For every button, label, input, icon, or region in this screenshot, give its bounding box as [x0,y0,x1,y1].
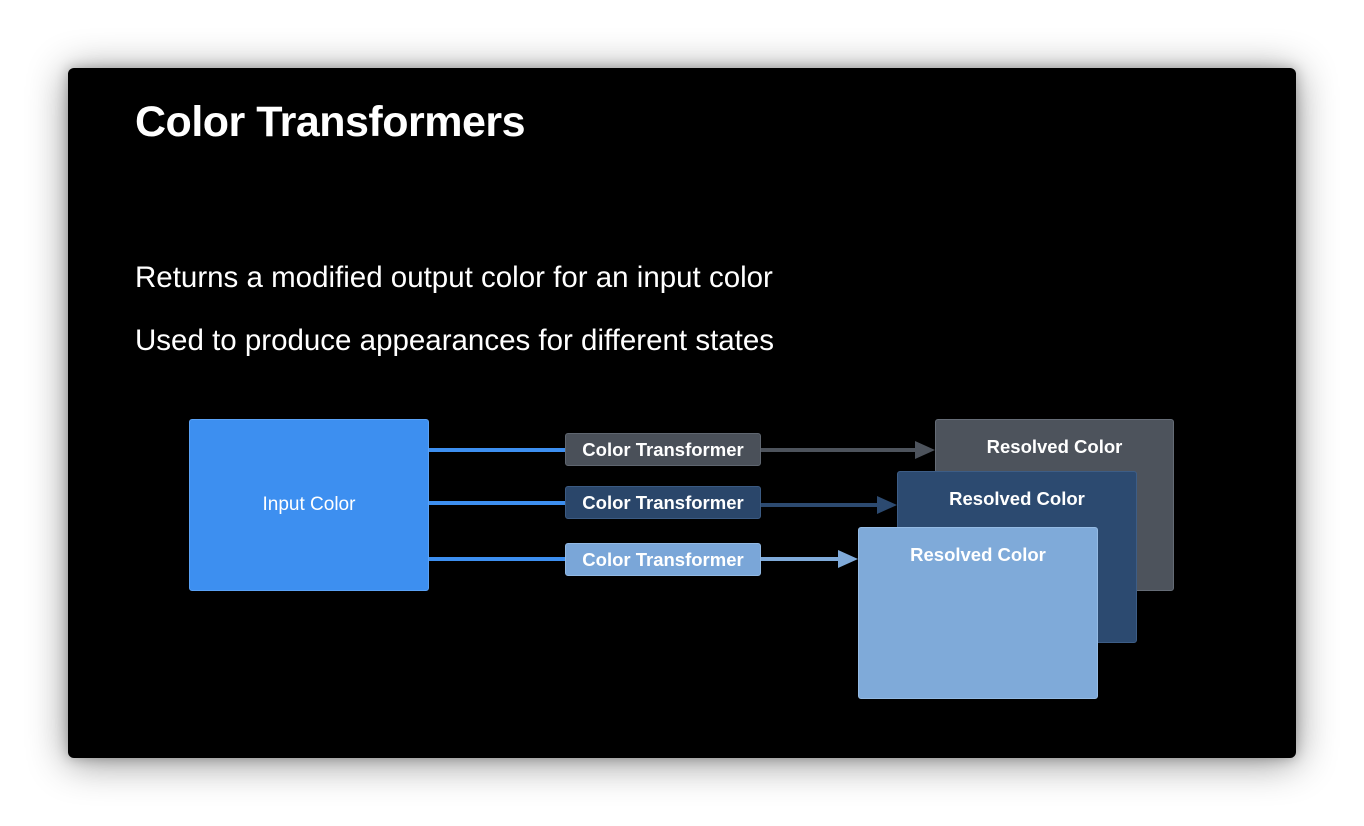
color-transformer-label: Color Transformer [582,491,744,513]
color-transformer-3: Color Transformer [565,543,761,576]
slide-title: Color Transformers [135,98,526,146]
arrowhead-1 [915,441,935,459]
resolved-color-label: Resolved Color [949,488,1085,509]
resolved-color-label: Resolved Color [986,436,1123,457]
slide: Color Transformers Returns a modified ou… [68,68,1296,758]
connector-lines [429,441,935,568]
input-color-label: Input Color [262,494,356,515]
bullet-appearances-for-states: Used to produce appearances for differen… [135,324,775,357]
arrowhead-2 [877,496,897,514]
bullet-returns-modified-color: Returns a modified output color for an i… [135,261,773,294]
color-transformer-diagram: Input Color Color Transformer Color Tran… [68,68,1296,758]
resolved-color-box-3: Resolved Color [858,527,1098,699]
color-transformer-label: Color Transformer [582,438,744,460]
resolved-color-label: Resolved Color [910,544,1046,565]
color-transformer-1: Color Transformer [565,433,761,466]
color-transformer-label: Color Transformer [582,548,744,570]
arrowhead-3 [838,550,858,568]
color-transformer-2: Color Transformer [565,486,761,519]
input-color-box: Input Color [189,419,429,591]
